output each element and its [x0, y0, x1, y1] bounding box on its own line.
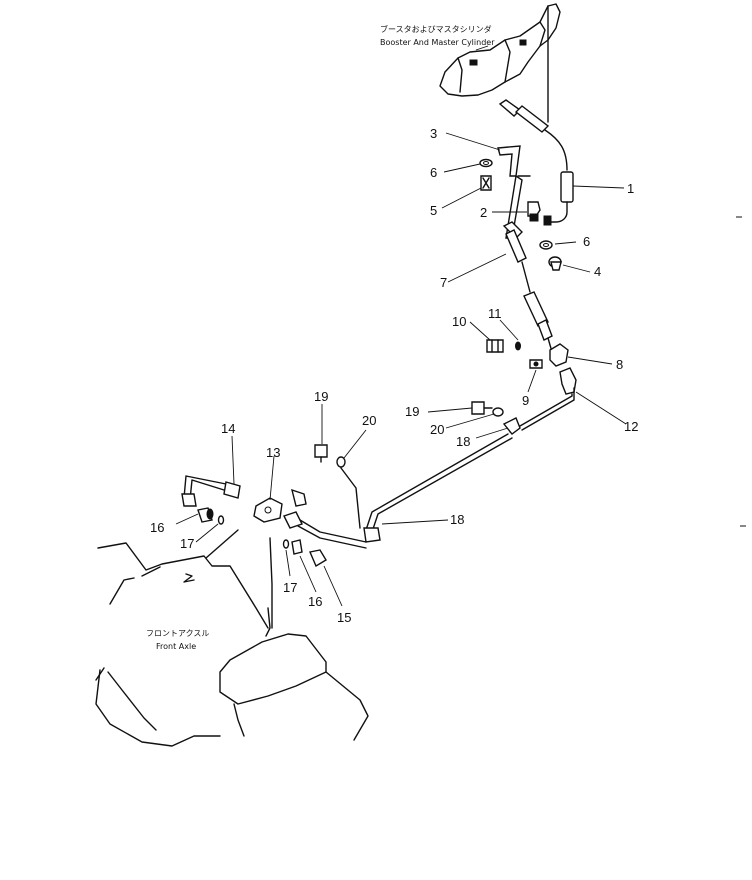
clip-18-lower: [363, 527, 381, 543]
part-number-11: 11: [488, 306, 502, 321]
part-number-16a: 16: [150, 520, 164, 535]
part-number-10: 10: [452, 314, 466, 329]
part-number-9: 9: [522, 393, 529, 408]
axle-caption-en: Front Axle: [156, 642, 196, 651]
part-number-5: 5: [430, 203, 437, 218]
hose-16-17-right: [282, 539, 327, 568]
part-number-13: 13: [266, 445, 280, 460]
booster-caption-jp: ブースタおよびマスタシリンダ: [380, 24, 492, 34]
part-number-1: 1: [627, 181, 634, 196]
part-numbers: 1 2 3 4 5 6 6 7 8 9 10 11 12 13 14 15 16…: [150, 126, 638, 625]
part-number-19b: 19: [405, 404, 419, 419]
bolt-19-washer-20-right: [471, 401, 504, 417]
brake-pipe-12: [509, 367, 577, 433]
bolt-19-washer-20-left: [314, 444, 361, 529]
part-number-4: 4: [594, 264, 601, 279]
front-axle: [95, 529, 369, 747]
part-number-18b: 18: [450, 512, 464, 527]
part-number-18a: 18: [456, 434, 470, 449]
part-number-17a: 17: [180, 536, 194, 551]
brake-pipe-long: [363, 433, 513, 543]
junction-8: [529, 343, 569, 369]
brake-pipe-15: [283, 488, 367, 549]
part-number-15: 15: [337, 610, 351, 625]
leader-lines: [175, 132, 627, 607]
junction-13: [253, 497, 283, 523]
part-number-7: 7: [440, 275, 447, 290]
connector-2: [527, 201, 541, 222]
part-number-8: 8: [616, 357, 623, 372]
hose-16-17-left: [197, 507, 225, 525]
part-number-16b: 16: [308, 594, 322, 609]
booster-master-cylinder: [439, 3, 561, 123]
brake-pipe-7: [502, 221, 561, 353]
part-number-12: 12: [624, 419, 638, 434]
part-number-6a: 6: [430, 165, 437, 180]
part-number-17b: 17: [283, 580, 297, 595]
part-number-3: 3: [430, 126, 437, 141]
part-number-6b: 6: [583, 234, 590, 249]
clip-18-upper: [502, 417, 521, 435]
part-number-20a: 20: [362, 413, 376, 428]
part-number-14: 14: [221, 421, 235, 436]
brake-pipe-14: [181, 475, 241, 507]
washer-6-bolt-4: [539, 240, 562, 271]
part-number-19a: 19: [314, 389, 328, 404]
part-number-20b: 20: [430, 422, 444, 437]
part-number-2: 2: [480, 205, 487, 220]
booster-caption-en: Booster And Master Cylinder: [380, 38, 495, 47]
bracket-3: [479, 145, 531, 239]
brake-pipe-1: [498, 99, 574, 226]
bolt-10-washer-11: [486, 339, 521, 353]
axle-caption-jp: フロントアクスル: [146, 629, 209, 638]
